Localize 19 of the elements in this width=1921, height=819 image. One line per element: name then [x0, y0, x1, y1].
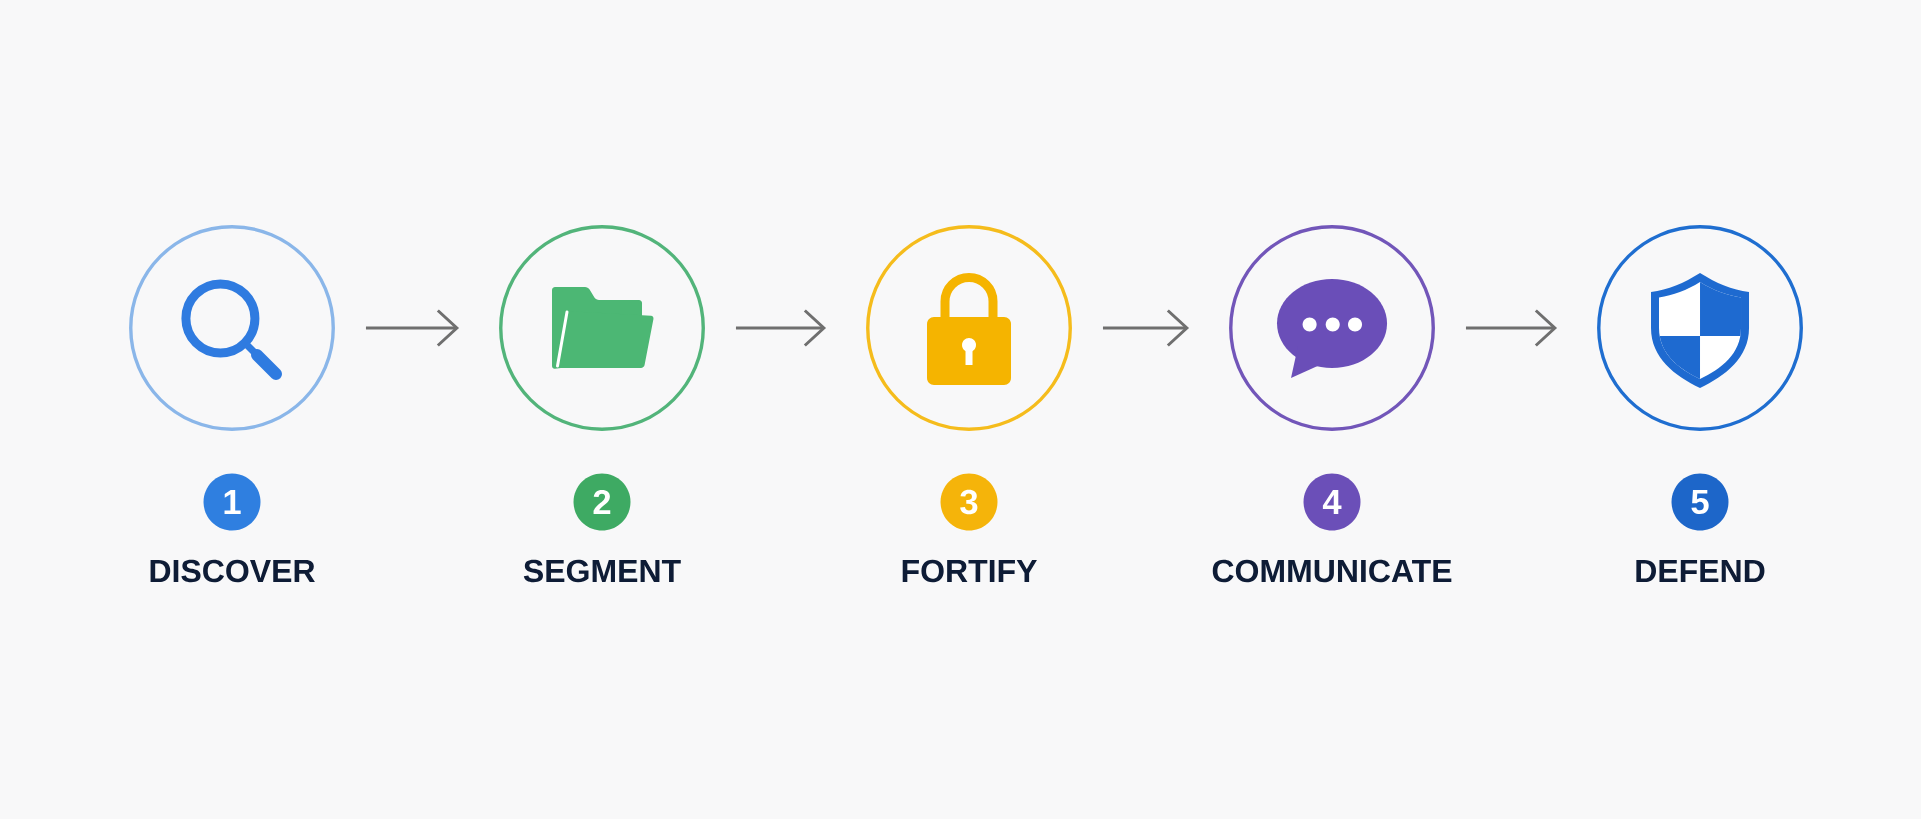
arrow: [365, 309, 460, 347]
step-circle: [129, 225, 335, 431]
number-badge: 1: [203, 473, 261, 531]
step-label: DISCOVER: [150, 559, 315, 583]
number-badge: 3: [940, 473, 998, 531]
step-circle: [1229, 225, 1435, 431]
arrow: [1102, 309, 1190, 347]
number-badge: 5: [1671, 473, 1729, 531]
step-circle: [499, 225, 705, 431]
arrow: [735, 309, 827, 347]
number-badge: 4: [1303, 473, 1361, 531]
step-circle: [1597, 225, 1803, 431]
step-circle: [866, 225, 1072, 431]
step-label: FORTIFY: [902, 559, 1037, 583]
step-label: SEGMENT: [523, 559, 681, 583]
arrow: [1465, 309, 1558, 347]
number-badge: 2: [573, 473, 631, 531]
step-label: COMMUNICATE: [1212, 559, 1452, 583]
step-label: DEFEND: [1636, 560, 1765, 582]
